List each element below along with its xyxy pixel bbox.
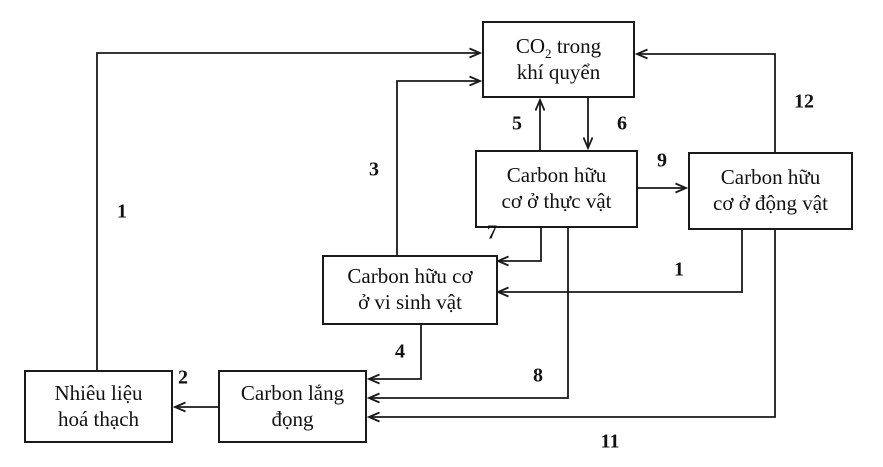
- node-co2-atmosphere-line2: khí quyển: [516, 59, 601, 84]
- arrow-animals-to-microorganisms: [498, 230, 743, 292]
- arrow-label-1-animals-to-micro: 1: [674, 258, 684, 281]
- arrow-fossil-fuel-to-atmosphere: [96, 53, 480, 370]
- arrow-animals-to-sediment: [369, 230, 776, 417]
- node-fossil-fuel: Nhiêu liệu hoá thạch: [24, 370, 173, 443]
- node-carbon-sediment: Carbon lắng đọng: [218, 370, 367, 443]
- arrow-microorganisms-to-sediment: [369, 325, 422, 379]
- arrow-plants-to-microorganisms: [498, 228, 542, 261]
- arrow-label-6-atmosphere-to-plants: 6: [617, 112, 627, 135]
- arrow-plants-to-sediment: [369, 228, 569, 398]
- arrow-label-4-micro-to-sediment: 4: [395, 340, 405, 363]
- arrow-label-12-animals-to-atmosphere: 12: [794, 90, 814, 113]
- arrow-label-3-micro-to-atmosphere: 3: [369, 158, 379, 181]
- node-co2-atmosphere-line1: CO2 trong: [515, 33, 602, 62]
- node-co2-atmosphere: CO2 trong khí quyển: [482, 21, 635, 98]
- arrow-label-2-sediment-to-fossil: 2: [178, 366, 188, 389]
- arrow-label-7-plants-to-micro: 7: [487, 221, 497, 244]
- arrow-label-11-animals-to-sediment: 11: [600, 430, 620, 453]
- node-organic-carbon-animals: Carbon hữu cơ ở động vật: [688, 152, 853, 230]
- node-organic-carbon-plants: Carbon hữu cơ ở thực vật: [475, 150, 638, 228]
- arrow-animals-to-atmosphere: [637, 54, 776, 152]
- arrow-label-1-fossil-to-atmosphere: 1: [117, 200, 127, 223]
- node-organic-carbon-microorganisms: Carbon hữu cơ ở vi sinh vật: [322, 255, 498, 325]
- arrow-label-5-plants-to-atmosphere: 5: [512, 112, 522, 135]
- arrow-microorganisms-to-atmosphere: [396, 81, 480, 255]
- arrow-label-9-plants-to-animals: 9: [657, 149, 667, 172]
- arrow-label-8-plants-to-sediment: 8: [533, 364, 543, 387]
